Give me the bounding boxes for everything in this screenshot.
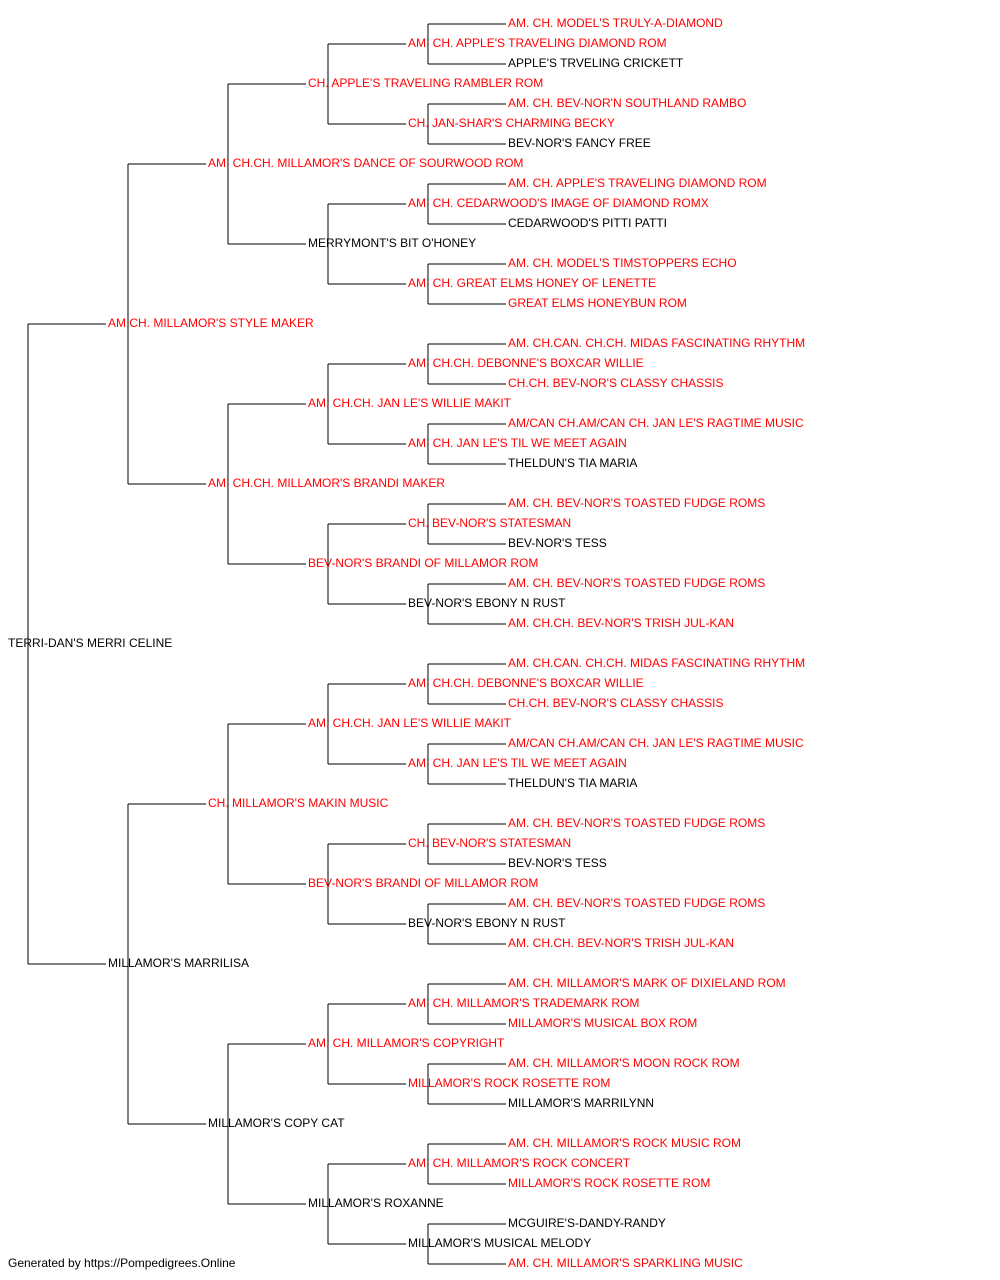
dog-name-gen-5: CEDARWOOD'S PITTI PATTI bbox=[508, 216, 667, 230]
dog-name-gen-2: MILLAMOR'S COPY CAT bbox=[208, 1116, 345, 1130]
dog-name-gen-5: AM/CAN CH.AM/CAN CH. JAN LE'S RAGTIME MU… bbox=[508, 736, 804, 750]
dog-name-gen-3: MILLAMOR'S ROXANNE bbox=[308, 1196, 444, 1210]
dog-name-gen-4: AM. CH. GREAT ELMS HONEY OF LENETTE bbox=[408, 276, 656, 290]
dog-name-gen-3: AM. CH.CH. JAN LE'S WILLIE MAKIT bbox=[308, 396, 512, 410]
dog-name-gen-5: AM. CH. MILLAMOR'S ROCK MUSIC ROM bbox=[508, 1136, 741, 1150]
dog-name-gen-5: MCGUIRE'S-DANDY-RANDY bbox=[508, 1216, 666, 1230]
dog-name-gen-5: AM. CH.CH. BEV-NOR'S TRISH JUL-KAN bbox=[508, 936, 734, 950]
dog-name-gen-5: AM/CAN CH.AM/CAN CH. JAN LE'S RAGTIME MU… bbox=[508, 416, 804, 430]
dog-name-gen-3: BEV-NOR'S BRANDI OF MILLAMOR ROM bbox=[308, 556, 538, 570]
dog-name-gen-3: AM. CH.CH. JAN LE'S WILLIE MAKIT bbox=[308, 716, 512, 730]
dog-name-gen-4: AM. CH. MILLAMOR'S TRADEMARK ROM bbox=[408, 996, 639, 1010]
dog-name-gen-3: CH. APPLE'S TRAVELING RAMBLER ROM bbox=[308, 76, 543, 90]
dog-name-gen-4: MILLAMOR'S MUSICAL MELODY bbox=[408, 1236, 591, 1250]
dog-name-gen-5: AM. CH. MODEL'S TIMSTOPPERS ECHO bbox=[508, 256, 737, 270]
dog-name-gen-5: AM. CH.CH. BEV-NOR'S TRISH JUL-KAN bbox=[508, 616, 734, 630]
dog-name-gen-5: MILLAMOR'S MUSICAL BOX ROM bbox=[508, 1016, 697, 1030]
dog-name-gen-5: AM. CH. MODEL'S TRULY-A-DIAMOND bbox=[508, 16, 723, 30]
dog-name-gen-4: AM. CH.CH. DEBONNE'S BOXCAR WILLIE bbox=[408, 356, 644, 370]
dog-name-gen-1: MILLAMOR'S MARRILISA bbox=[108, 956, 249, 970]
dog-name-gen-5: APPLE'S TRVELING CRICKETT bbox=[508, 56, 684, 70]
dog-name-gen-5: AM. CH.CAN. CH.CH. MIDAS FASCINATING RHY… bbox=[508, 656, 805, 670]
dog-name-gen-4: AM. CH.CH. DEBONNE'S BOXCAR WILLIE bbox=[408, 676, 644, 690]
dog-name-gen-5: GREAT ELMS HONEYBUN ROM bbox=[508, 296, 687, 310]
dog-name-gen-5: MILLAMOR'S ROCK ROSETTE ROM bbox=[508, 1176, 710, 1190]
dog-name-gen-5: AM. CH. APPLE'S TRAVELING DIAMOND ROM bbox=[508, 176, 767, 190]
dog-name-gen-5: THELDUN'S TIA MARIA bbox=[508, 456, 637, 470]
dog-name-gen-4: BEV-NOR'S EBONY N RUST bbox=[408, 596, 566, 610]
pedigree-names: AM. CH. MODEL'S TRULY-A-DIAMOND AM. CH. A… bbox=[8, 16, 805, 1270]
generator-credit: Generated by https://Pompedigrees.Online bbox=[8, 1256, 236, 1270]
dog-name-gen-4: CH. BEV-NOR'S STATESMAN bbox=[408, 836, 571, 850]
dog-name-gen-1: AM CH. MILLAMOR'S STYLE MAKER bbox=[108, 316, 314, 330]
dog-name-gen-5: AM. CH. MILLAMOR'S MARK OF DIXIELAND ROM bbox=[508, 976, 786, 990]
dog-name-gen-3: MERRYMONT'S BIT O'HONEY bbox=[308, 236, 476, 250]
dog-name-gen-5: CH.CH. BEV-NOR'S CLASSY CHASSIS bbox=[508, 696, 723, 710]
dog-name-gen-5: AM. CH. BEV-NOR'S TOASTED FUDGE ROMS bbox=[508, 496, 765, 510]
dog-name-gen-5: BEV-NOR'S TESS bbox=[508, 536, 607, 550]
dog-name-gen-5: AM. CH.CAN. CH.CH. MIDAS FASCINATING RHY… bbox=[508, 336, 805, 350]
dog-name-gen-4: AM. CH. JAN LE'S TIL WE MEET AGAIN bbox=[408, 436, 627, 450]
dog-name-gen-2: AM. CH.CH. MILLAMOR'S BRANDI MAKER bbox=[208, 476, 445, 490]
dog-name-gen-2: AM. CH.CH. MILLAMOR'S DANCE OF SOURWOOD … bbox=[208, 156, 523, 170]
dog-name-gen-5: MILLAMOR'S MARRILYNN bbox=[508, 1096, 654, 1110]
dog-name-gen-5: THELDUN'S TIA MARIA bbox=[508, 776, 637, 790]
dog-name-gen-4: CH. BEV-NOR'S STATESMAN bbox=[408, 516, 571, 530]
dog-name-gen-2: CH. MILLAMOR'S MAKIN MUSIC bbox=[208, 796, 389, 810]
dog-name-gen-5: AM. CH. MILLAMOR'S SPARKLING MUSIC bbox=[508, 1256, 743, 1270]
dog-name-gen-4: MILLAMOR'S ROCK ROSETTE ROM bbox=[408, 1076, 610, 1090]
dog-name-gen-4: CH. JAN-SHAR'S CHARMING BECKY bbox=[408, 116, 615, 130]
dog-name-gen-5: AM. CH. BEV-NOR'S TOASTED FUDGE ROMS bbox=[508, 896, 765, 910]
dog-name-gen-5: BEV-NOR'S FANCY FREE bbox=[508, 136, 651, 150]
dog-name-gen-5: CH.CH. BEV-NOR'S CLASSY CHASSIS bbox=[508, 376, 723, 390]
pedigree-connectors bbox=[27, 23, 506, 1265]
dog-name-gen-5: AM. CH. MILLAMOR'S MOON ROCK ROM bbox=[508, 1056, 740, 1070]
dog-name-gen-0: TERRI-DAN'S MERRI CELINE bbox=[8, 636, 172, 650]
dog-name-gen-4: AM. CH. JAN LE'S TIL WE MEET AGAIN bbox=[408, 756, 627, 770]
dog-name-gen-4: BEV-NOR'S EBONY N RUST bbox=[408, 916, 566, 930]
dog-name-gen-3: BEV-NOR'S BRANDI OF MILLAMOR ROM bbox=[308, 876, 538, 890]
dog-name-gen-5: AM. CH. BEV-NOR'S TOASTED FUDGE ROMS bbox=[508, 816, 765, 830]
dog-name-gen-4: AM. CH. APPLE'S TRAVELING DIAMOND ROM bbox=[408, 36, 667, 50]
dog-name-gen-5: AM. CH. BEV-NOR'N SOUTHLAND RAMBO bbox=[508, 96, 746, 110]
dog-name-gen-4: AM. CH. CEDARWOOD'S IMAGE OF DIAMOND ROM… bbox=[408, 196, 709, 210]
dog-name-gen-4: AM. CH. MILLAMOR'S ROCK CONCERT bbox=[408, 1156, 631, 1170]
dog-name-gen-5: BEV-NOR'S TESS bbox=[508, 856, 607, 870]
dog-name-gen-5: AM. CH. BEV-NOR'S TOASTED FUDGE ROMS bbox=[508, 576, 765, 590]
dog-name-gen-3: AM. CH. MILLAMOR'S COPYRIGHT bbox=[308, 1036, 505, 1050]
